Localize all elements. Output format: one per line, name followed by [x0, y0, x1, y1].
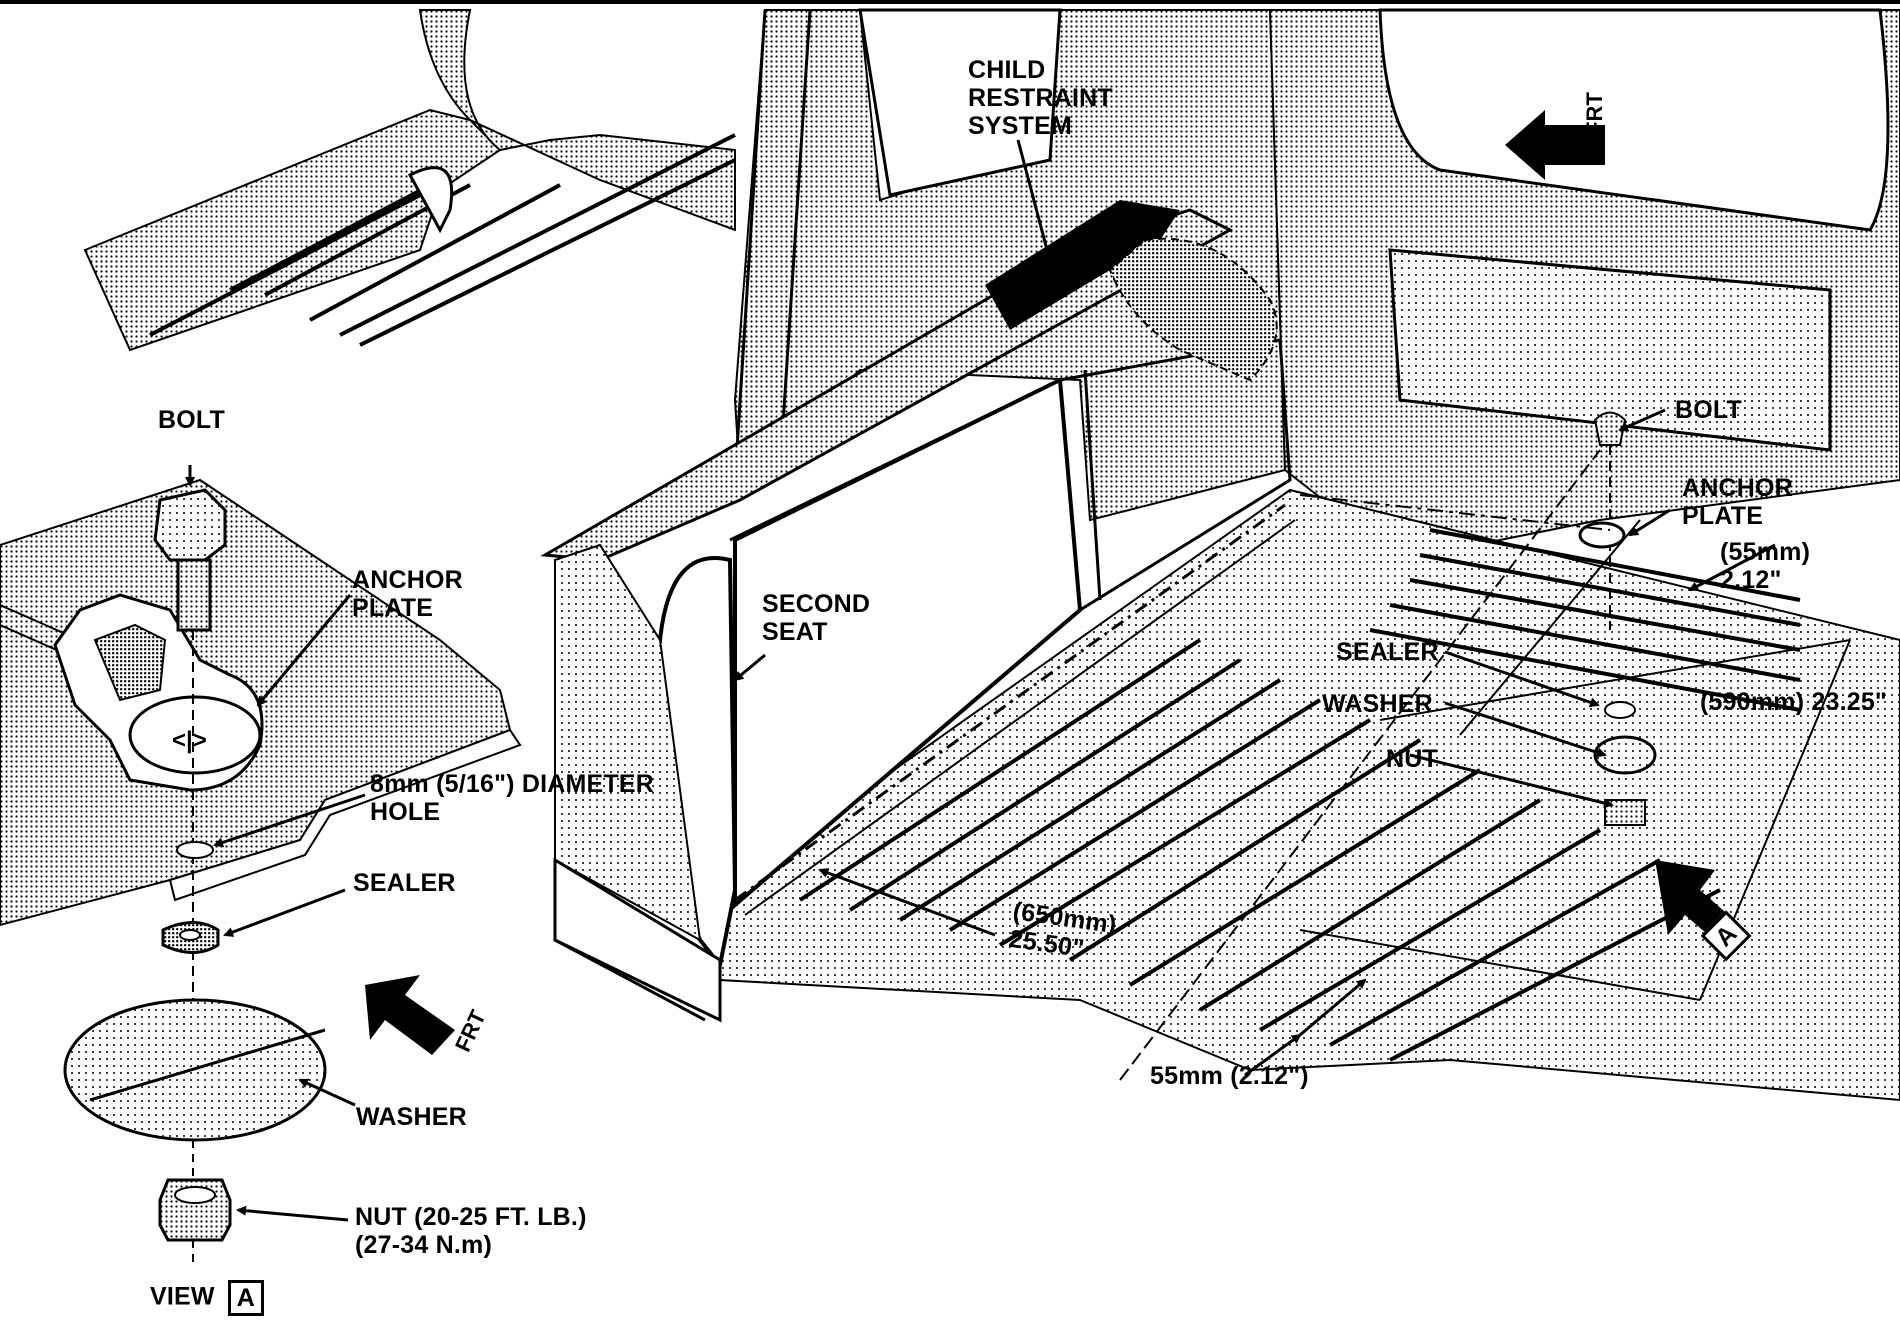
bolt-label-right: BOLT — [1675, 396, 1742, 424]
hole-line-1: 8mm (5/16") DIAMETER — [370, 770, 654, 798]
sealer-label-left: SEALER — [353, 869, 456, 897]
second-seat-line-1: SECOND — [762, 590, 871, 618]
sealer-label-right: SEALER — [1336, 638, 1439, 666]
nut-label-right: NUT — [1386, 745, 1438, 773]
dim-55-top-line-1: (55mm) — [1720, 538, 1811, 566]
anchor-plate-label-right: ANCHOR PLATE — [1682, 474, 1793, 530]
second-seat-label: SECOND SEAT — [762, 590, 870, 646]
anchor-plate-line-2: PLATE — [1682, 502, 1764, 530]
nut-torque-line-2: (27-34 N.m) — [355, 1231, 492, 1259]
hole-line-2: HOLE — [370, 798, 441, 826]
child-restraint-label: CHILD RESTRAINT SYSTEM — [968, 56, 1113, 140]
anchor-plate-left-line-2: PLATE — [352, 594, 434, 622]
dim-590-label: (590mm) 23.25" — [1700, 688, 1887, 716]
dim-55-bottom-label: 55mm (2.12") — [1150, 1062, 1309, 1090]
dim-55-top-line-2: 2.12" — [1720, 566, 1782, 594]
hole-label: 8mm (5/16") DIAMETER HOLE — [370, 770, 654, 826]
view-caption-text: VIEW — [150, 1282, 215, 1311]
washer-label-left: WASHER — [356, 1103, 467, 1131]
bolt-label-left: BOLT — [158, 406, 225, 434]
svg-text:<|>: <|> — [172, 727, 207, 754]
child-restraint-line-3: SYSTEM — [968, 112, 1072, 140]
second-seat-line-2: SEAT — [762, 618, 828, 646]
nut-torque-line-1: NUT (20-25 FT. LB.) — [355, 1203, 587, 1231]
anchor-plate-label-left: ANCHOR PLATE — [352, 566, 463, 622]
dim-55-top-label: (55mm) 2.12" — [1720, 538, 1810, 594]
nut-torque-label: NUT (20-25 FT. LB.) (27-34 N.m) — [355, 1203, 587, 1259]
child-restraint-line-1: CHILD — [968, 56, 1046, 84]
washer-label-right: WASHER — [1322, 690, 1433, 718]
anchor-plate-line-1: ANCHOR — [1682, 474, 1793, 502]
frt-label-top: FRT — [1582, 92, 1607, 135]
vehicle-floor-view — [540, 8, 1900, 1102]
view-a-caption: VIEW A — [150, 1280, 264, 1316]
anchor-plate-left-line-1: ANCHOR — [352, 566, 463, 594]
view-a-box-left: A — [227, 1280, 264, 1316]
child-restraint-line-2: RESTRAINT — [968, 84, 1113, 112]
view-a-detail: <|> — [0, 9, 736, 1265]
